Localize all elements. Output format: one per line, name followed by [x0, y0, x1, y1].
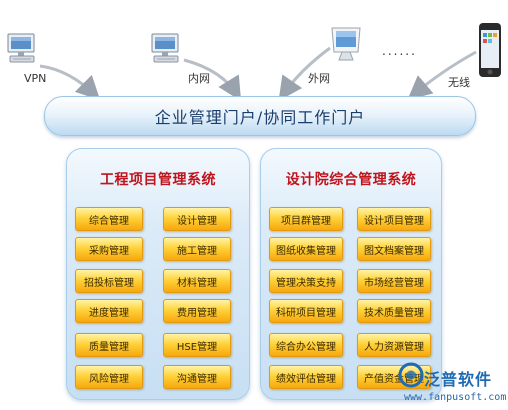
- module-button[interactable]: 费用管理: [163, 299, 231, 323]
- module-button[interactable]: 项目群管理: [269, 207, 343, 231]
- module-button[interactable]: 设计管理: [163, 207, 231, 231]
- design-institute-system-panel: 设计院综合管理系统 项目群管理 设计项目管理 图纸收集管理 图文档案管理 管理决…: [260, 148, 442, 400]
- portal-title: 企业管理门户/协同工作门户: [154, 108, 366, 127]
- smartphone-icon: [479, 23, 501, 77]
- module-button[interactable]: 进度管理: [75, 299, 143, 323]
- module-button[interactable]: 图文档案管理: [357, 237, 431, 261]
- panel-title: 工程项目管理系统: [100, 172, 216, 188]
- panel-title: 设计院综合管理系统: [285, 172, 417, 188]
- watermark-brand: 泛普软件: [424, 370, 493, 389]
- engineering-project-system-panel: 工程项目管理系统 综合管理 设计管理 采购管理 施工管理 招投标管理 材料管理 …: [66, 148, 250, 400]
- watermark-url: www.fanpusoft.com: [404, 392, 507, 403]
- vpn-label: VPN: [24, 72, 47, 85]
- module-button[interactable]: 施工管理: [163, 237, 231, 261]
- module-button[interactable]: 市场经营管理: [357, 269, 431, 293]
- module-button[interactable]: 科研项目管理: [269, 299, 343, 323]
- module-button[interactable]: 综合办公管理: [269, 333, 343, 357]
- desktop-computer-icon: [7, 33, 35, 63]
- enterprise-portal-bar: 企业管理门户/协同工作门户: [44, 96, 476, 136]
- module-button[interactable]: 人力资源管理: [357, 333, 431, 357]
- module-button[interactable]: 综合管理: [75, 207, 143, 231]
- module-button[interactable]: 风险管理: [75, 365, 143, 389]
- wireless-arrow: [407, 50, 477, 100]
- module-button[interactable]: 采购管理: [75, 237, 143, 261]
- module-button[interactable]: 招投标管理: [75, 269, 143, 293]
- vpn-arrow: [39, 64, 101, 101]
- wireless-label: 无线: [448, 76, 470, 89]
- intranet-label: 内网: [188, 72, 210, 85]
- connector-arrows: [39, 46, 477, 102]
- module-button[interactable]: 设计项目管理: [357, 207, 431, 231]
- extranet-arrow: [278, 46, 331, 101]
- module-button[interactable]: 图纸收集管理: [269, 237, 343, 261]
- fanpu-logo-icon: [398, 362, 424, 388]
- module-button[interactable]: 材料管理: [163, 269, 231, 293]
- extranet-label: 外网: [308, 72, 330, 85]
- desktop-computer-icon: [151, 33, 179, 63]
- module-button[interactable]: 质量管理: [75, 333, 143, 357]
- module-button[interactable]: 技术质量管理: [357, 299, 431, 323]
- module-button[interactable]: 绩效评估管理: [269, 365, 343, 389]
- module-button[interactable]: HSE管理: [163, 333, 231, 357]
- more-dots: ......: [382, 44, 417, 58]
- intranet-arrow: [183, 58, 242, 102]
- module-button[interactable]: 管理决策支持: [269, 269, 343, 293]
- imac-computer-icon: [331, 27, 361, 61]
- module-button[interactable]: 沟通管理: [163, 365, 231, 389]
